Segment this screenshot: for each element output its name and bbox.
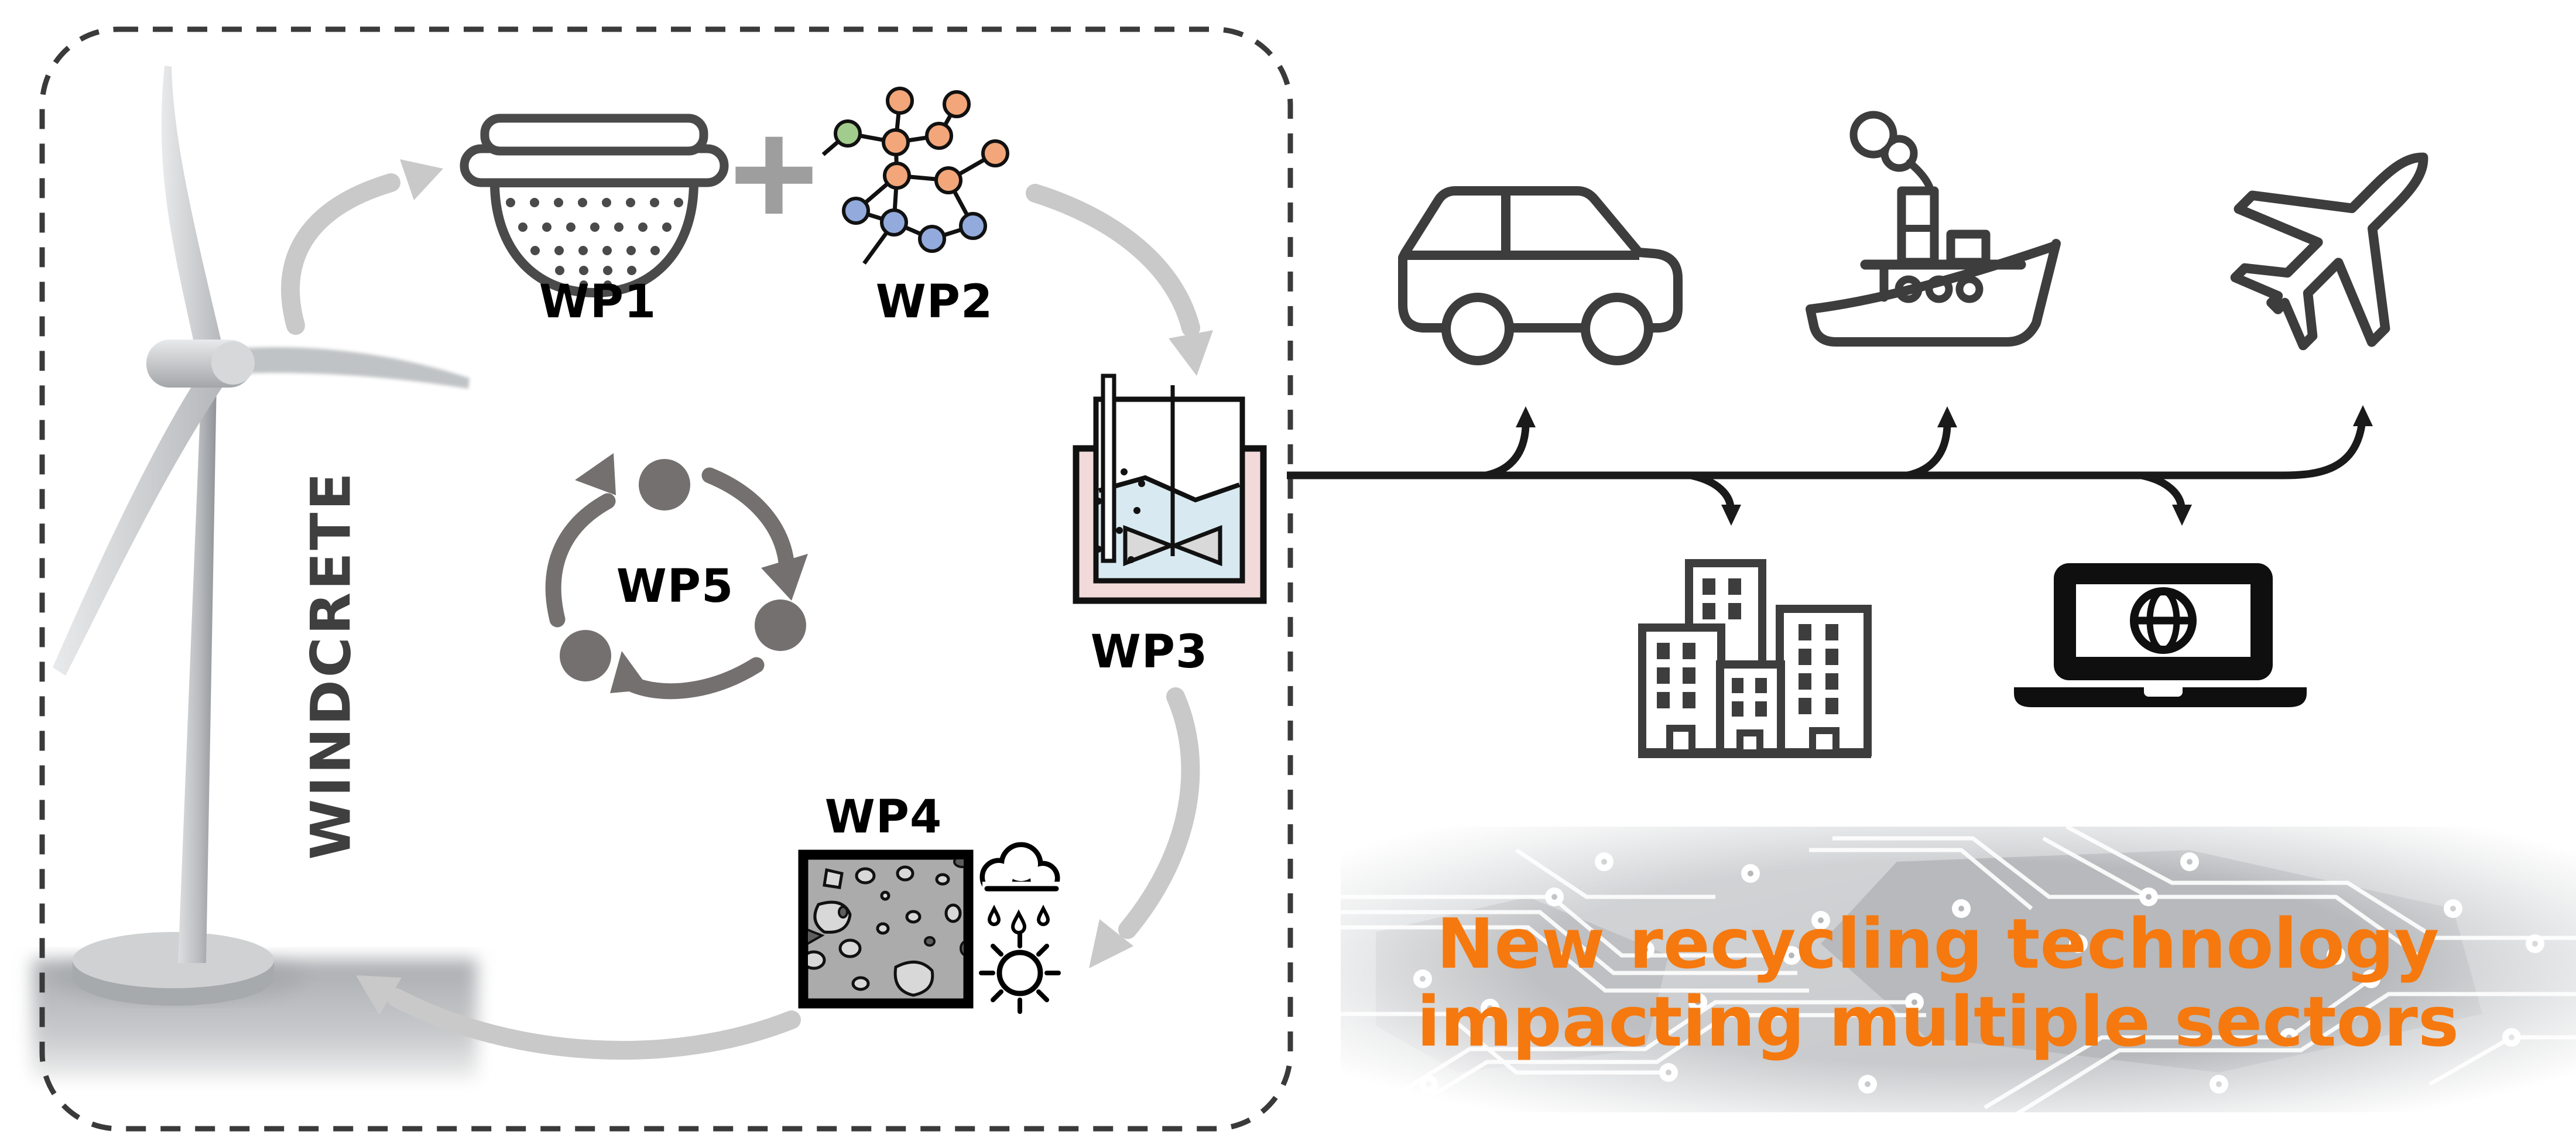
- turbine-blade-right: [218, 347, 470, 389]
- globe-icon: [2130, 587, 2197, 654]
- building-doors: [1666, 725, 1839, 752]
- concrete-weathering-icon: [798, 842, 1061, 1014]
- building-windows-mid: [1732, 678, 1767, 717]
- building-windows-left: [1657, 643, 1695, 708]
- connector-branch-ship: [1906, 426, 1951, 479]
- reactor-bubbles: [1095, 468, 1145, 563]
- raindrops: [987, 904, 1050, 934]
- circuit-pads: [1413, 852, 2544, 1094]
- stirred-tank-reactor-icon: [1073, 374, 1267, 604]
- molecule-atoms: [834, 87, 1009, 253]
- polymer-molecule-icon: [821, 87, 1009, 265]
- arrow-wp4-to-turbine: [386, 988, 801, 1060]
- turbine-blade-up: [161, 66, 224, 356]
- headline-line-1: New recycling technology: [1436, 903, 2440, 984]
- turbine-foundation-side: [73, 960, 274, 1006]
- headline-line-2: impacting multiple sectors: [1416, 981, 2459, 1063]
- colander-holes: [506, 198, 683, 289]
- circuit-traces: [1341, 824, 2576, 1121]
- connector-arrowheads: [1516, 405, 2373, 526]
- plus-sign: +: [723, 104, 825, 240]
- turbine-blade-down: [53, 368, 226, 676]
- wp5-label: WP5: [616, 560, 734, 613]
- connector-main-line: [1287, 424, 2366, 479]
- ship-icon: [1806, 111, 2061, 347]
- buildings-ground-line: [1638, 749, 1871, 758]
- arrowhead-turbine: [356, 975, 402, 1015]
- connector-branch-buildings: [1690, 471, 1735, 508]
- reactor-liquid-surface: [1098, 475, 1241, 503]
- wp1-label: WP1: [539, 276, 657, 328]
- arrow-wp2-to-wp3: [1026, 184, 1200, 337]
- sector-connector: [1287, 424, 2366, 508]
- sun-icon: [979, 932, 1061, 1014]
- connector-branch-car: [1485, 426, 1530, 479]
- connector-branch-laptop: [2140, 471, 2186, 508]
- laptop-base: [2014, 687, 2307, 707]
- colander-sieve-icon: [460, 114, 729, 298]
- impeller-left-blade: [1123, 525, 1177, 567]
- impeller-right-blade: [1169, 525, 1222, 567]
- buildings-icon: [1638, 559, 1872, 758]
- arrowhead-wp4: [1089, 919, 1133, 968]
- arrow-turbine-to-wp1: [281, 173, 400, 335]
- wp3-label: WP3: [1090, 626, 1208, 679]
- concrete-aggregates: [808, 859, 964, 997]
- arrowhead-wp1: [400, 159, 443, 200]
- circuit-board-backdrop: [1341, 824, 2576, 1121]
- turbine-foundation-top: [73, 932, 274, 988]
- arrowhead-wp3: [1169, 330, 1213, 376]
- wind-turbine-illustration: [32, 66, 477, 1079]
- turbine-tower: [178, 382, 217, 963]
- laptop-globe-icon: [2014, 563, 2307, 707]
- project-name-label: WINDCRETE: [299, 470, 364, 860]
- turbine-hub: [211, 341, 255, 385]
- car-icon: [1398, 186, 1683, 365]
- building-windows-back: [1703, 578, 1838, 714]
- rain-cloud-icon: [979, 842, 1060, 934]
- laptop-base-notch: [2144, 683, 2183, 697]
- airplane-icon: [2230, 152, 2428, 351]
- circular-recycle-loop-icon: [545, 453, 808, 700]
- wp2-label: WP2: [875, 276, 994, 328]
- headline-text: New recycling technology impacting multi…: [1416, 903, 2459, 1063]
- process-arrowheads: [356, 159, 1213, 1015]
- arrow-wp3-to-wp4: [1118, 687, 1200, 939]
- wp4-label: WP4: [824, 791, 943, 844]
- thermometer-probe: [1101, 374, 1116, 563]
- process-flow-arrows: [281, 173, 1200, 1060]
